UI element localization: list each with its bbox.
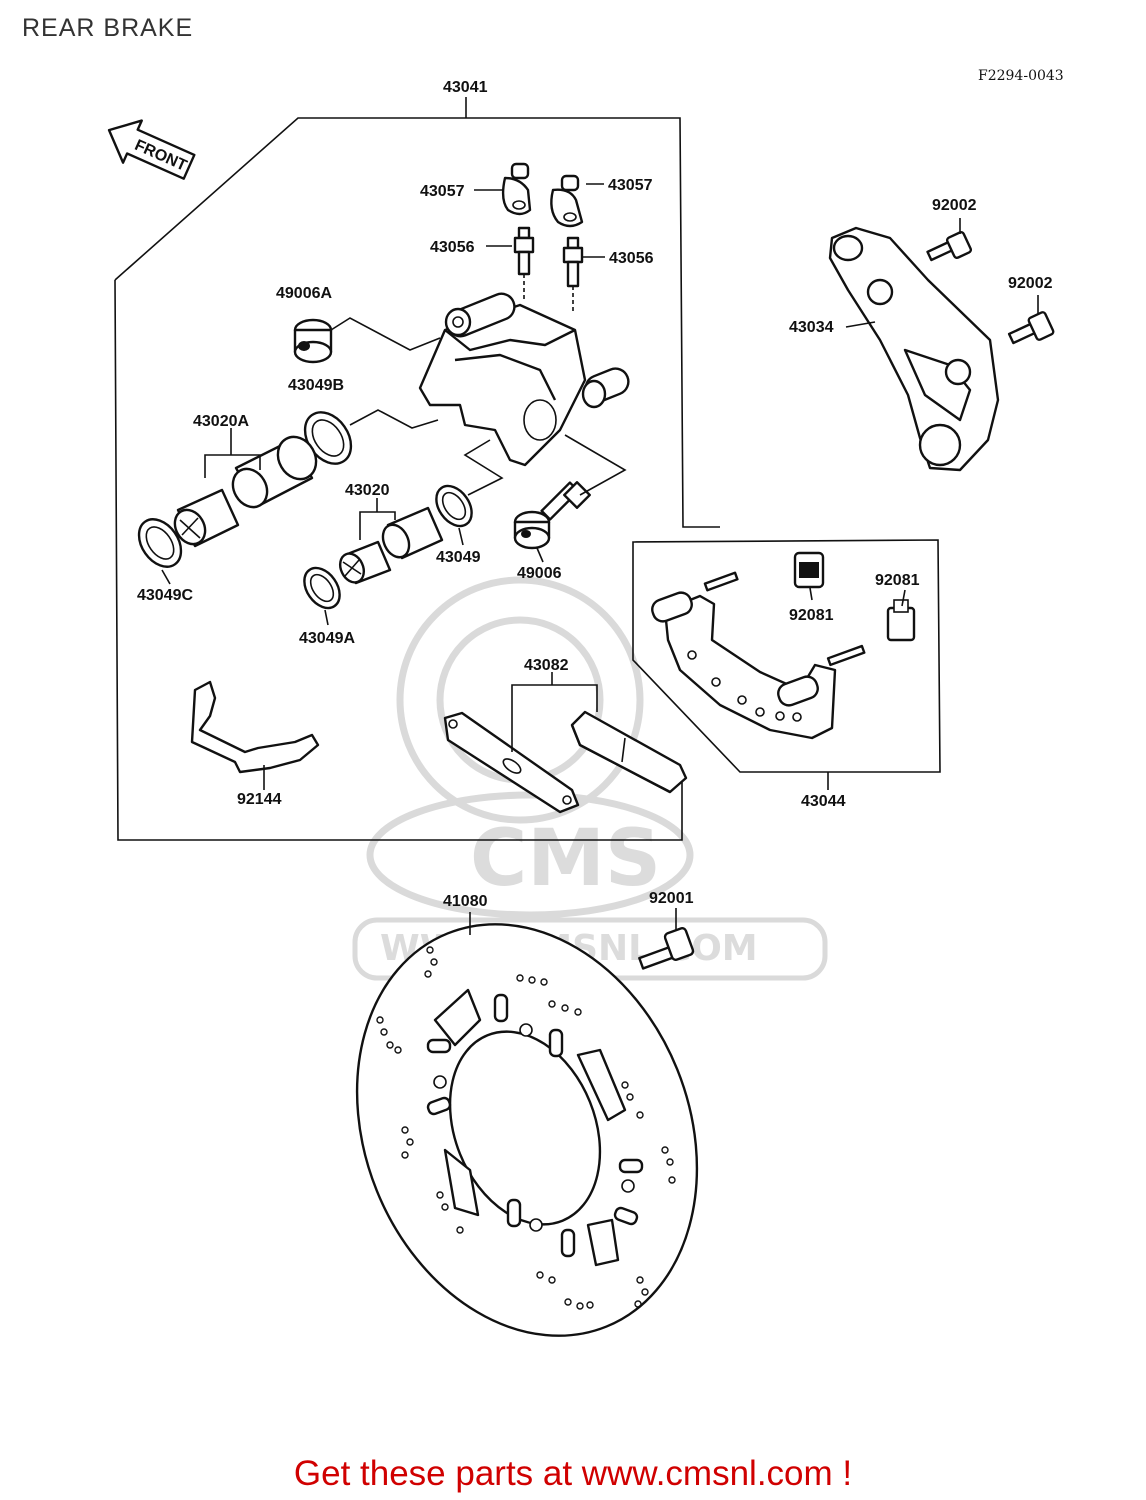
label-43049: 43049 (436, 549, 481, 566)
label-43020A: 43020A (193, 413, 249, 430)
label-92002-lower: 92002 (1008, 275, 1053, 292)
disc-bolt-92001 (638, 927, 695, 970)
callout-leaders (161, 183, 906, 626)
caliper-body (418, 292, 630, 467)
page-title: REAR BRAKE (22, 14, 194, 42)
label-92002-upper: 92002 (932, 197, 977, 214)
bleeder-cap-left (501, 162, 532, 216)
piston-43020A (173, 435, 318, 548)
brake-disc-41080 (355, 923, 699, 1337)
frame-43044 (632, 539, 941, 773)
watermark-logo-text: CMS (470, 814, 661, 904)
label-43041: 43041 (443, 79, 488, 96)
label-49006A: 49006A (276, 285, 332, 302)
slide-pin-49006 (513, 481, 591, 550)
boot-49006A (293, 318, 333, 364)
pad-spring-92144 (190, 680, 320, 790)
caliper-mount-43044 (651, 571, 866, 740)
bleeder-valve-left (513, 226, 535, 300)
label-43020: 43020 (345, 482, 390, 499)
brake-pad-shim-43082 (443, 711, 580, 814)
label-92144: 92144 (237, 791, 282, 808)
label-43049B: 43049B (288, 377, 344, 394)
diagram-code: F2294-0043 (978, 68, 1064, 84)
cms-watermark: CMS WWW.CMSNL.COM (352, 576, 828, 981)
brake-pad-43082 (570, 710, 688, 794)
bleeder-valve-right (562, 236, 584, 312)
footer-parts-link[interactable]: Get these parts at www.cmsnl.com ! (293, 1454, 853, 1493)
clip-92081-b (886, 599, 916, 642)
label-43056-left: 43056 (430, 239, 475, 256)
label-92081-right: 92081 (875, 572, 920, 589)
piston-43020 (338, 506, 444, 585)
label-43049C: 43049C (137, 587, 193, 604)
label-43056-right: 43056 (609, 250, 654, 267)
label-43049A: 43049A (299, 630, 355, 647)
caliper-bracket-43034 (828, 226, 1000, 472)
label-43044: 43044 (801, 793, 846, 810)
label-43057-right: 43057 (608, 177, 653, 194)
part-labels: 43041 43057 43057 43056 43056 49006A 430… (137, 79, 1053, 910)
front-arrow-icon: FRONT (107, 119, 196, 180)
rear-brake-exploded-diagram: CMS WWW.CMSNL.COM FRONT (107, 79, 1055, 1337)
bolt-92002-upper (926, 231, 973, 262)
frame-43041 (114, 117, 720, 528)
label-49006: 49006 (517, 565, 562, 582)
bleeder-cap-right (550, 174, 584, 228)
label-41080: 41080 (443, 893, 488, 910)
label-92001: 92001 (649, 890, 694, 907)
bolt-92002-lower (1007, 311, 1055, 345)
label-92081-left: 92081 (789, 607, 834, 624)
label-43057-left: 43057 (420, 183, 465, 200)
label-43082: 43082 (524, 657, 569, 674)
clip-92081-a (793, 551, 825, 589)
label-43034: 43034 (789, 319, 834, 336)
